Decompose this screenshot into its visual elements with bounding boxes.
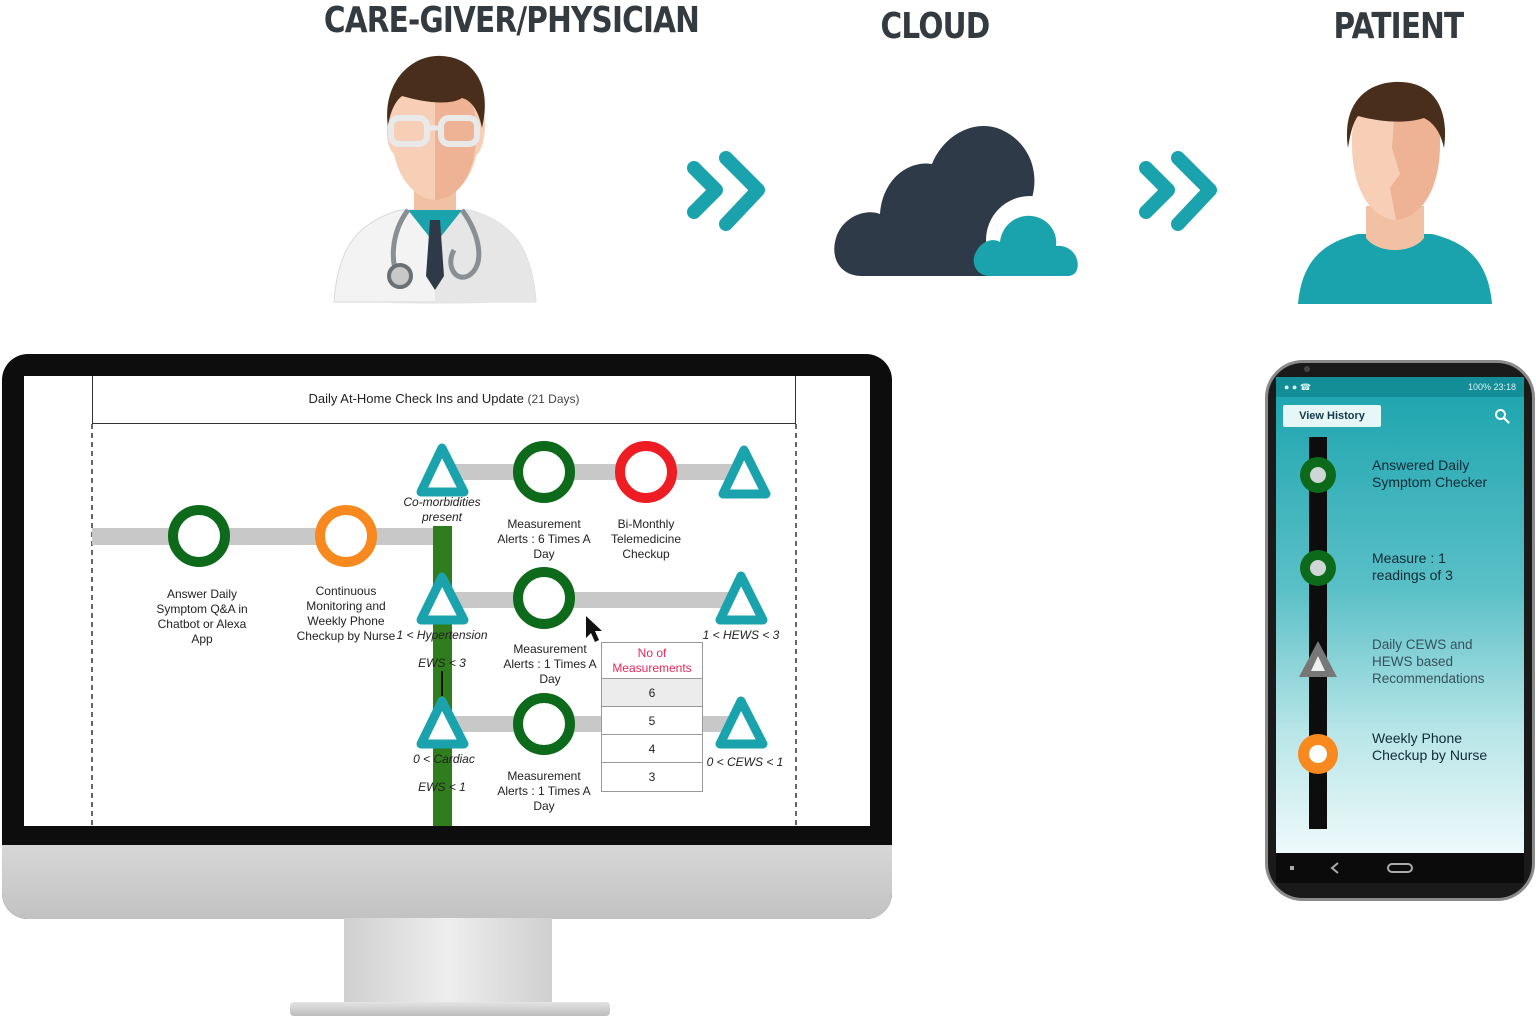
measurements-table: No of Measurements 6 5 4 3 [601,642,703,792]
mouse-cursor-icon [586,616,602,642]
status-battery-time: 100% 23:18 [1467,382,1516,392]
label-answer-daily: Answer Daily Symptom Q&A in Chatbot or A… [156,587,248,646]
cloud-heading: CLOUD [880,6,991,47]
hews-triangle [715,571,768,625]
caregiver-heading: CARE-GIVER/PHYSICIAN [323,0,700,41]
dashboard-title-text: Daily At-Home Check Ins and Update [308,391,524,406]
phone-navbar [1276,853,1524,883]
label-ews-3: EWS < 3 [418,656,466,670]
measurement-6-circle [513,441,575,503]
back-icon [1330,862,1339,874]
phone-status-bar: ● ● ☎ 100% 23:18 [1276,377,1524,397]
comorbidities-triangle [416,443,469,497]
label-measurement-1a: Measurement Alerts : 1 Times A Day [503,642,597,686]
nav-icons [1290,862,1413,874]
monitor-chin [2,845,892,919]
phone-item-weekly-checkup[interactable]: Weekly Phone Checkup by Nurse [1372,730,1488,763]
label-continuous-monitoring: Continuous Monitoring and Weekly Phone C… [296,584,396,643]
recent-apps-icon [1290,866,1294,870]
phone-item-measure[interactable]: Measure : 1 readings of 3 [1372,550,1453,583]
measurements-option[interactable]: 3 [648,770,656,784]
patient-heading: PATIENT [1333,6,1465,47]
measurement-1a-circle [513,567,575,629]
label-cardiac: 0 < Cardiac [413,752,475,766]
label-measurement-6: Measurement Alerts : 6 Times A Day [497,517,591,561]
doctor-illustration [333,55,537,304]
pathway-diagram [91,424,797,826]
search-icon[interactable] [1494,408,1510,424]
hypertension-triangle [416,572,469,625]
bimonthly-circle [615,441,677,503]
phone-item-symptom-checker[interactable]: Answered Daily Symptom Checker [1372,457,1488,490]
label-ews-1: EWS < 1 [418,780,466,794]
dashboard-title-days: (21 Days) [527,392,580,406]
status-icons: ● ● ☎ [1284,382,1312,392]
dashboard-title: Daily At-Home Check Ins and Update (21 D… [92,376,796,424]
cloud-icon [834,125,1078,280]
double-chevron-right-icon [687,151,765,231]
cardiac-triangle [416,696,469,749]
label-cews: 0 < CEWS < 1 [706,755,784,769]
label-measurement-1b: Measurement Alerts : 1 Times A Day [497,769,591,813]
phone-screen: ● ● ☎ 100% 23:18 View History Answered D… [1276,377,1524,853]
monitor-stand [344,918,552,1004]
phone-item-recommendations[interactable]: Daily CEWS and HEWS based Recommendation… [1372,637,1485,686]
patient-illustration [1298,81,1492,304]
label-bimonthly: Bi-Monthly Telemedicine Checkup [610,517,682,561]
measurement-1b-circle [513,693,575,755]
monitor-stand-base [290,1002,610,1016]
double-chevron-right-icon [1139,151,1217,231]
answer-daily-circle [168,505,230,567]
label-hews: 1 < HEWS < 3 [702,628,780,642]
measurements-table-header: No of Measurements [602,643,702,679]
continuous-monitoring-circle [315,505,377,567]
measurements-option[interactable]: 6 [602,679,702,707]
measurements-option[interactable]: 5 [602,707,702,735]
measurements-option[interactable]: 4 [602,735,702,763]
label-hypertension: 1 < Hypertension [396,628,488,642]
phone-timeline [1298,437,1338,829]
dashboard-screen: Daily At-Home Check Ins and Update (21 D… [24,376,870,826]
label-comorbidities: Co-morbidities present [403,495,481,524]
endpoint-triangle [718,445,771,499]
cews-triangle [715,696,768,749]
home-icon [1387,863,1413,873]
phone-camera-icon [1304,366,1310,372]
view-history-button[interactable]: View History [1283,405,1381,427]
